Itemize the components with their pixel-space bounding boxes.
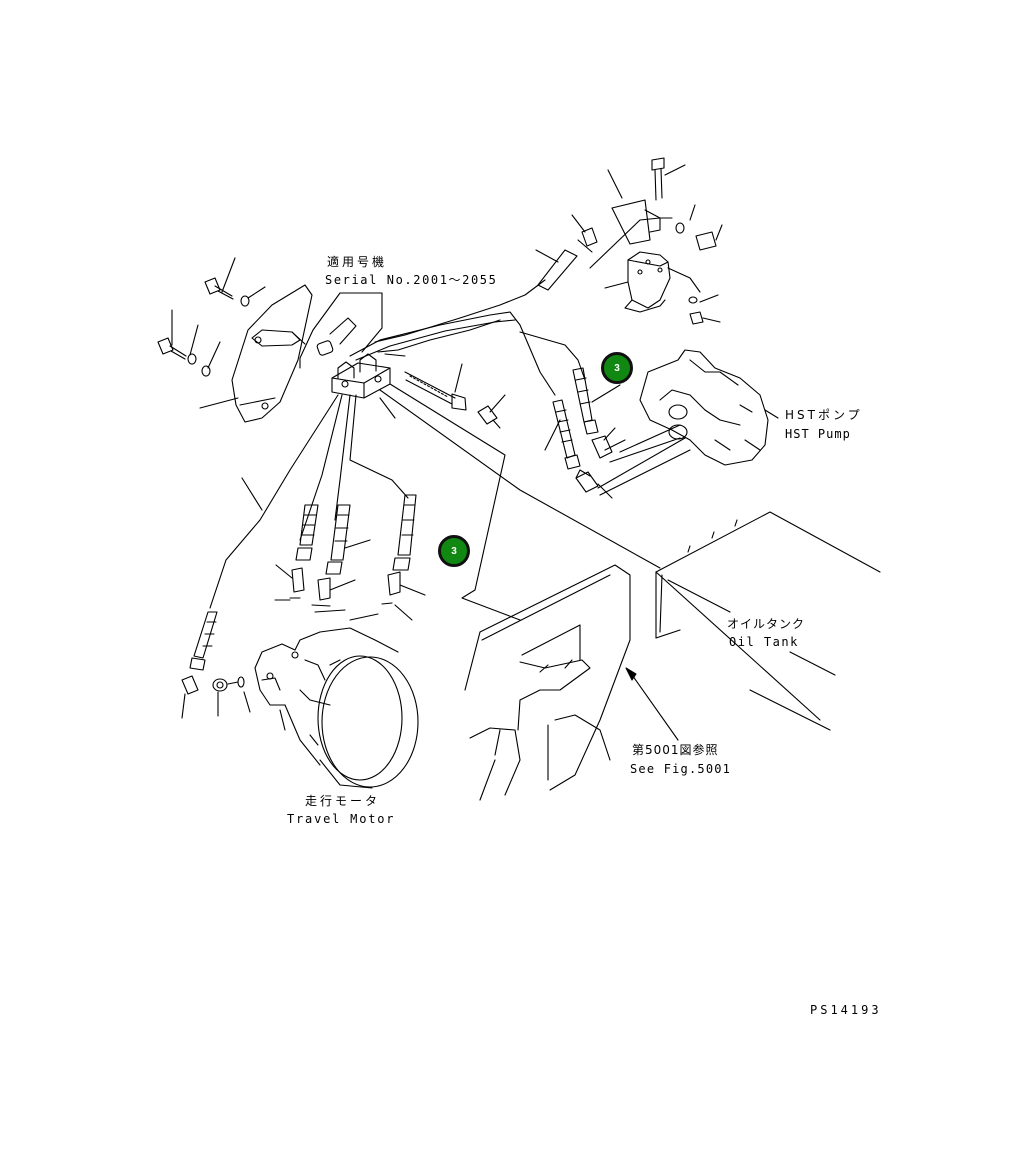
fig-pointer-arrow [625,667,679,741]
travel-motor [254,627,419,789]
elbow-fittings [575,427,626,499]
pump-pipes [597,424,691,496]
bracket-bolts [157,257,266,409]
motor-hose-2 [311,504,371,613]
part-callout-3-motor[interactable]: 3 [438,535,470,567]
adapter-fitting [477,394,506,429]
motor-hose-3 [349,494,426,621]
tank-label-en: Oil Tank [729,635,799,649]
fig-label-en: See Fig.5001 [630,762,732,776]
serial-label-jp: 適用号機 [327,255,388,269]
manifold-block [331,353,396,419]
oil-tank [655,511,881,731]
pump-hose-right [572,367,621,435]
motor-label-jp: 走行モータ [305,794,381,808]
part-callout-3-pump[interactable]: 3 [601,352,633,384]
tank-label-jp: オイルタンク [727,617,806,631]
motor-hose-1 [274,504,319,601]
pipe-clamp [251,317,357,356]
upper-valve-assembly [589,157,723,325]
pump-label-jp: HSTポンプ [785,408,863,422]
valve-elbow [535,214,598,291]
frame-structure [464,564,631,801]
pump-label-en: HST Pump [785,427,851,441]
long-bolt [404,363,467,411]
main-pipes [209,279,661,621]
motor-fittings [212,676,251,717]
motor-label-en: Travel Motor [287,812,396,826]
motor-hose-4 [181,477,263,719]
drawing-number: PS14193 [810,1003,882,1017]
pump-hose-left [544,399,581,470]
serial-leader [299,292,383,369]
hst-pump [639,349,779,466]
fig-label-jp: 第5001図参照 [632,743,719,757]
serial-label-en: Serial No.2001～2055 [325,273,498,287]
